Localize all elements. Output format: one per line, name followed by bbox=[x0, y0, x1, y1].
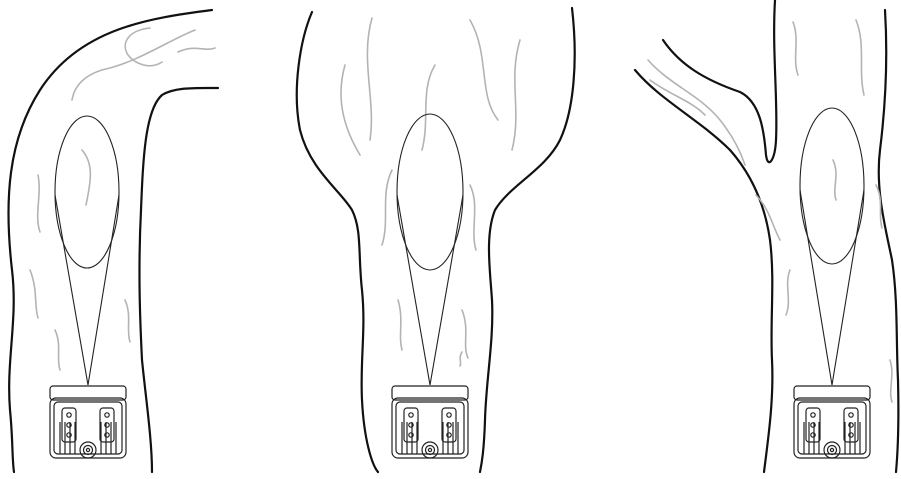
bark-grain bbox=[511, 39, 521, 151]
bark-grain bbox=[832, 159, 837, 201]
camera-sensor-icon bbox=[391, 385, 469, 459]
bark-grain bbox=[29, 269, 39, 319]
branch-outline bbox=[661, 0, 778, 164]
trunk-outline-right bbox=[138, 86, 220, 474]
bark-grain bbox=[81, 149, 92, 206]
forked-trunk-panel bbox=[633, 0, 900, 474]
bark-grain bbox=[469, 19, 499, 121]
trunk-outline-left bbox=[633, 68, 774, 474]
bark-grain bbox=[124, 27, 163, 67]
trunk-outline-right bbox=[478, 6, 576, 474]
trunk-outline-right bbox=[877, 8, 900, 474]
bark-grain bbox=[54, 329, 61, 371]
bark-grain bbox=[421, 64, 436, 151]
field-of-view-ellipse bbox=[54, 115, 120, 269]
straight-trunk-panel bbox=[295, 6, 576, 474]
beam-line bbox=[831, 189, 865, 386]
trunk-outline-left bbox=[7, 8, 214, 474]
beam-line bbox=[799, 189, 833, 386]
field-of-view-ellipse bbox=[799, 107, 865, 265]
camera-sensor-icon bbox=[793, 385, 871, 459]
bark-grain bbox=[875, 184, 883, 229]
bark-grain bbox=[755, 194, 781, 241]
bark-grain bbox=[785, 269, 791, 316]
bark-grain bbox=[397, 299, 403, 351]
beam-line bbox=[54, 194, 89, 386]
beam-line bbox=[87, 194, 120, 386]
bark-grain bbox=[461, 309, 469, 359]
curved-trunk-panel bbox=[7, 8, 220, 474]
beam-line bbox=[396, 194, 431, 386]
bark-grain bbox=[459, 351, 463, 367]
bark-grain bbox=[381, 169, 393, 246]
bark-grain bbox=[889, 359, 893, 403]
bark-grain bbox=[124, 299, 131, 343]
bark-grain bbox=[649, 79, 706, 116]
camera-sensor-icon bbox=[49, 385, 127, 459]
bark-grain bbox=[855, 19, 865, 96]
bark-grain bbox=[177, 47, 216, 53]
bark-grain bbox=[366, 17, 373, 141]
field-of-view-ellipse bbox=[396, 113, 464, 271]
beam-line bbox=[429, 194, 464, 386]
trunk-outline-left bbox=[295, 10, 380, 474]
bark-grain bbox=[340, 64, 361, 156]
bark-grain bbox=[647, 59, 746, 166]
bark-grain bbox=[36, 174, 41, 233]
bark-grain bbox=[71, 29, 196, 101]
bark-grain bbox=[469, 184, 477, 251]
bark-grain bbox=[792, 21, 799, 76]
